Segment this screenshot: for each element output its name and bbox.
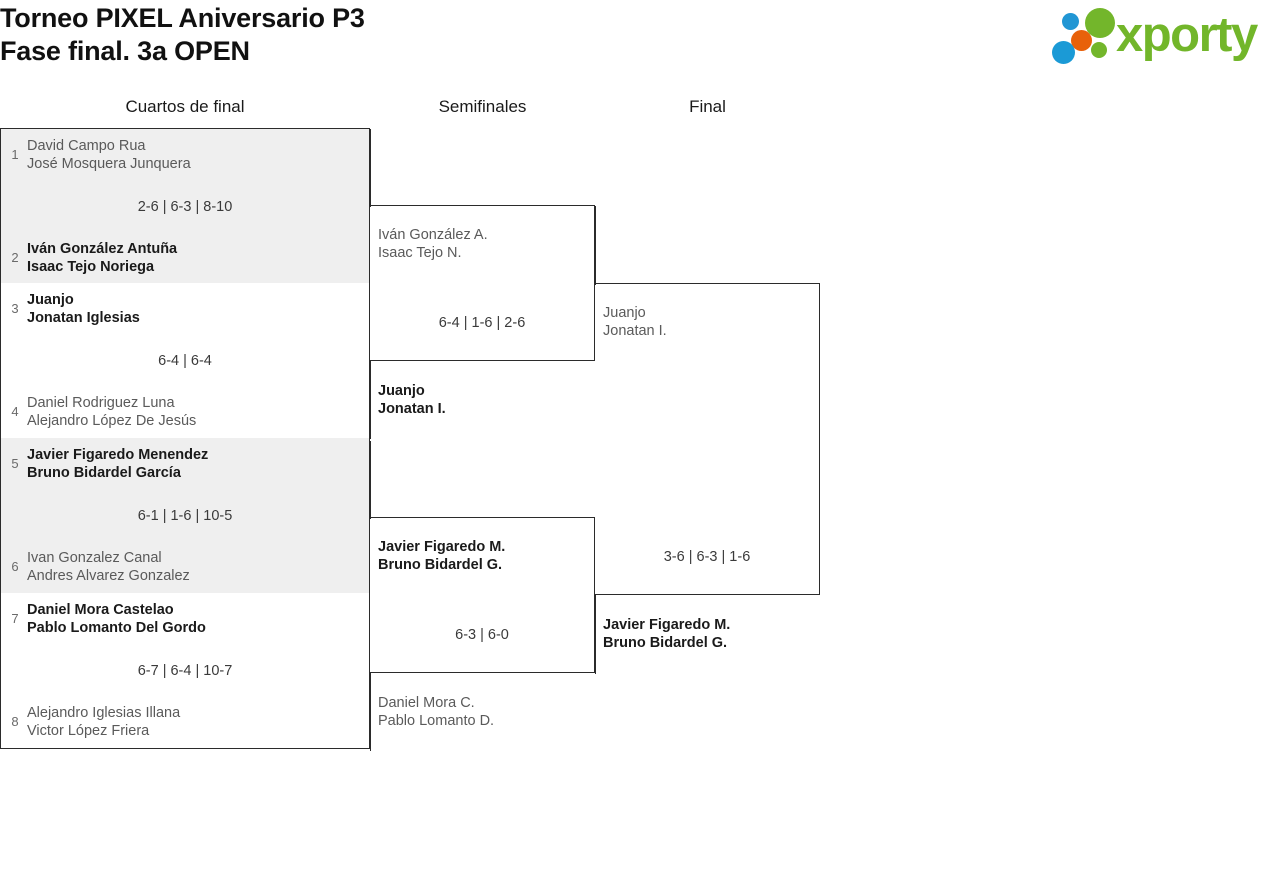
player-name: Daniel Mora C. — [378, 695, 475, 711]
connector-line — [370, 441, 371, 519]
player-name: Isaac Tejo N. — [378, 245, 462, 261]
player-name: Bruno Bidardel G. — [378, 557, 503, 573]
connector-line — [595, 206, 596, 285]
player-name: Jonatan Iglesias — [27, 310, 140, 326]
match-sf-2[interactable]: Javier Figaredo M. Bruno Bidardel G. 6-3… — [370, 441, 595, 751]
logo-dots-icon — [1050, 8, 1122, 65]
match-score: 6-1 | 1-6 | 10-5 — [137, 508, 233, 524]
player-name: Jonatan I. — [603, 323, 667, 339]
connector-line — [370, 361, 371, 439]
round-header-semifinals: Semifinales — [438, 97, 527, 116]
player-name: Alejandro Iglesias Illana — [27, 705, 181, 721]
player-name: Andres Alvarez Gonzalez — [27, 568, 190, 584]
seed-number: 2 — [11, 250, 19, 265]
team-entry[interactable]: Ivan Gonzalez Canal Andres Alvarez Gonza… — [1, 549, 369, 585]
connector-line — [595, 595, 596, 674]
team-entry[interactable]: Alejandro Iglesias Illana Victor López F… — [1, 704, 369, 740]
player-name: Juanjo — [603, 305, 646, 321]
player-name: Juanjo — [27, 292, 74, 308]
team-entry[interactable]: Javier Figaredo Menendez Bruno Bidardel … — [1, 446, 369, 482]
team-entry[interactable]: Javier Figaredo M. Bruno Bidardel G. — [370, 538, 594, 574]
logo-dot-blue-top — [1062, 13, 1079, 30]
player-name: Javier Figaredo Menendez — [27, 447, 209, 463]
player-name: Bruno Bidardel García — [27, 465, 181, 481]
player-name: Iván González A. — [378, 227, 488, 243]
player-name: Javier Figaredo M. — [378, 539, 506, 555]
tournament-phase: Fase final. 3a OPEN — [0, 36, 250, 66]
player-name: Juanjo — [378, 383, 425, 399]
seed-number: 7 — [11, 611, 19, 626]
seed-number: 3 — [11, 301, 19, 316]
match-score: 6-3 | 6-0 — [455, 627, 509, 643]
page-header: Torneo PIXEL Aniversario P3 Fase final. … — [0, 0, 1280, 80]
team-entry[interactable]: Juanjo Jonatan Iglesias — [1, 291, 369, 327]
match-qf-2[interactable]: 3 Juanjo Jonatan Iglesias 6-4 | 6-4 4 Da… — [0, 283, 370, 439]
match-final[interactable]: Juanjo Jonatan I. 3-6 | 6-3 | 1-6 Javier… — [595, 206, 820, 674]
player-name: José Mosquera Junquera — [27, 156, 191, 172]
team-entry[interactable]: Iván González A. Isaac Tejo N. — [370, 226, 594, 262]
player-name: David Campo Rua — [27, 138, 146, 154]
round-header-quarterfinals: Cuartos de final — [125, 97, 245, 116]
connector-line — [370, 673, 371, 751]
tournament-bracket: 1 David Campo Rua José Mosquera Junquera… — [0, 128, 1280, 768]
team-entry[interactable]: Daniel Rodriguez Luna Alejandro López De… — [1, 394, 369, 430]
match-score: 3-6 | 6-3 | 1-6 — [663, 549, 751, 565]
logo-dot-blue-bottom — [1052, 41, 1075, 64]
match-score: 6-4 | 6-4 — [158, 353, 212, 369]
logo-dot-orange — [1071, 30, 1092, 51]
team-entry[interactable]: David Campo Rua José Mosquera Junquera — [1, 137, 369, 173]
match-score: 2-6 | 6-3 | 8-10 — [137, 199, 233, 215]
logo-dot-green-small — [1091, 42, 1107, 58]
seed-number: 5 — [11, 456, 19, 471]
team-entry[interactable]: Daniel Mora C. Pablo Lomanto D. — [370, 694, 594, 730]
player-name: Javier Figaredo M. — [603, 617, 731, 633]
player-name: Pablo Lomanto D. — [378, 713, 495, 729]
match-qf-4[interactable]: 7 Daniel Mora Castelao Pablo Lomanto Del… — [0, 593, 370, 749]
player-name: Daniel Rodriguez Luna — [27, 395, 175, 411]
match-qf-3[interactable]: 5 Javier Figaredo Menendez Bruno Bidarde… — [0, 438, 370, 594]
player-name: Victor López Friera — [27, 723, 150, 739]
player-name: Daniel Mora Castelao — [27, 602, 174, 618]
logo-dot-green-large — [1085, 8, 1115, 38]
team-entry[interactable]: Iván González Antuña Isaac Tejo Noriega — [1, 240, 369, 276]
connector-line — [370, 129, 371, 207]
match-sf-1[interactable]: Iván González A. Isaac Tejo N. 6-4 | 1-6… — [370, 129, 595, 439]
player-name: Ivan Gonzalez Canal — [27, 550, 162, 566]
round-header-final: Final — [689, 97, 726, 116]
team-entry[interactable]: Juanjo Jonatan I. — [595, 304, 819, 340]
match-score: 6-7 | 6-4 | 10-7 — [137, 663, 233, 679]
player-name: Jonatan I. — [378, 401, 446, 417]
page-title: Torneo PIXEL Aniversario P3 Fase final. … — [0, 2, 365, 68]
tournament-name: Torneo PIXEL Aniversario P3 — [0, 3, 365, 33]
team-entry[interactable]: Daniel Mora Castelao Pablo Lomanto Del G… — [1, 601, 369, 637]
player-name: Alejandro López De Jesús — [27, 413, 197, 429]
team-entry[interactable]: Javier Figaredo M. Bruno Bidardel G. — [595, 616, 819, 652]
seed-number: 8 — [11, 714, 19, 729]
player-name: Pablo Lomanto Del Gordo — [27, 620, 206, 636]
team-entry[interactable]: Juanjo Jonatan I. — [370, 382, 594, 418]
logo-wordmark: xporty — [1116, 8, 1258, 62]
seed-number: 1 — [11, 147, 19, 162]
match-qf-1[interactable]: 1 David Campo Rua José Mosquera Junquera… — [0, 128, 370, 284]
seed-number: 6 — [11, 559, 19, 574]
seed-number: 4 — [11, 404, 19, 419]
player-name: Bruno Bidardel G. — [603, 635, 728, 651]
player-name: Isaac Tejo Noriega — [27, 259, 155, 275]
player-name: Iván González Antuña — [27, 241, 178, 257]
match-score: 6-4 | 1-6 | 2-6 — [438, 315, 526, 331]
xporty-logo[interactable]: xporty — [1050, 8, 1275, 65]
